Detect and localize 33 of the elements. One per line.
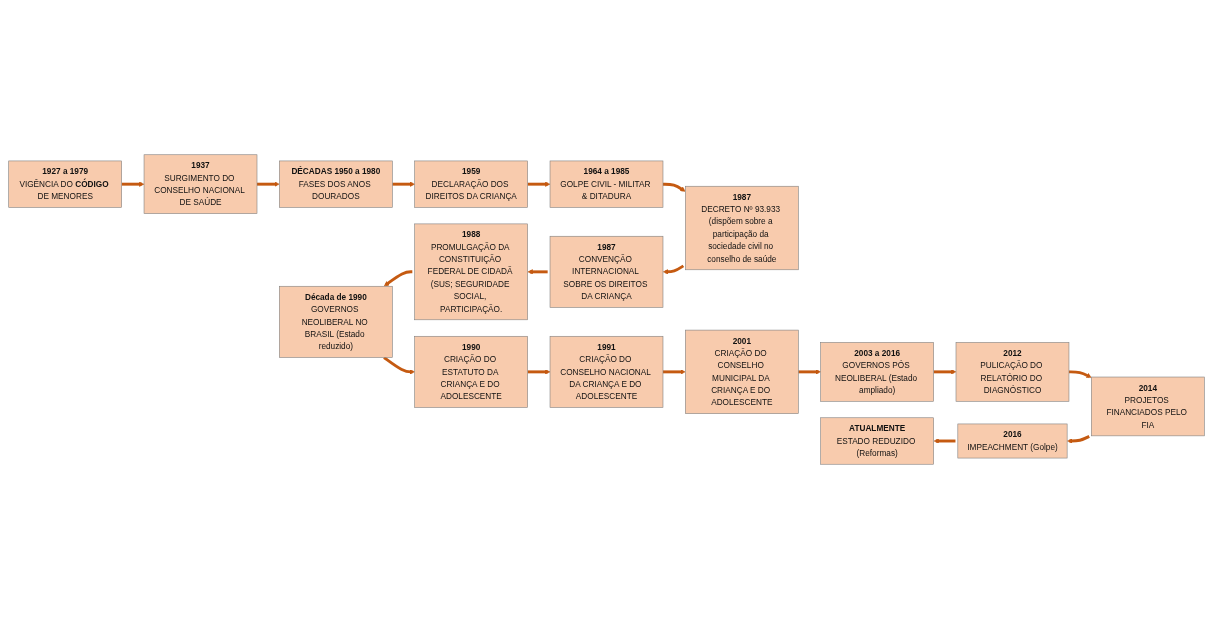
arrow (527, 369, 551, 375)
arrow (257, 181, 280, 187)
node-box: 2016 IMPEACHMENT (Golpe) (957, 423, 1068, 459)
arrow (1067, 435, 1090, 444)
node-box: 1988 PROMULGAÇÃO DA CONSTITUIÇÃO FEDERAL DE CIDADÃ (SUS; SEGURIDADE SOCIAL, PARTICIPAÇÃO. (414, 223, 528, 321)
node-box: 1959 DECLARAÇÃO DOS DIREITOS DA CRIANÇA (414, 160, 528, 208)
arrow (392, 181, 415, 187)
arrow (933, 369, 957, 375)
node-box: 2014 PROJETOS FINANCIADOS PELO FIA (1091, 376, 1205, 437)
arrow (1068, 370, 1092, 378)
arrow (527, 181, 551, 187)
arrow (663, 264, 685, 275)
node-box: 1990 CRIAÇÃO DO ESTATUTO DA CRIANÇA E DO ADOLESCENTE (414, 335, 528, 408)
node-box: ATUALMENTE ESTADO REDUZIDO (Reformas) (820, 417, 934, 465)
node-box: 2012 PULICAÇÃO DO RELATÓRIO DO DIAGNÓSTICO (955, 342, 1070, 402)
arrow (798, 369, 821, 375)
node-box: 1987 DECRETO Nº 93.933 (dispõem sobre a participação da sociedade civil no conselho de saúde (685, 185, 799, 271)
node-box: 1964 a 1985 GOLPE CIVIL - MILITAR & DITADURA (549, 160, 664, 208)
arrow (121, 181, 145, 187)
node-box: DÉCADAS 1950 a 1980 FASES DOS ANOS DOURADOS (279, 160, 393, 208)
node-box: 1987 CONVENÇÃO INTERNACIONAL SOBRE OS DIREITOS DA CRIANÇA (549, 235, 664, 308)
node-box: 2001 CRIAÇÃO DO CONSELHO MUNICIPAL DA CRIANÇA E DO ADOLESCENTE (685, 329, 799, 414)
node-box: 2003 a 2016 GOVERNOS PÓS NEOLIBERAL (Estado ampliado) (820, 342, 934, 402)
node-box: 1937 SURGIMENTO DO CONSELHO NACIONAL DE SAÚDE (143, 154, 258, 214)
node-box: 1991 CRIAÇÃO DO CONSELHO NACIONAL DA CRIANÇA E DO ADOLESCENTE (549, 335, 664, 408)
arrow (383, 270, 413, 287)
arrow (663, 182, 686, 192)
arrow (663, 369, 686, 375)
arrow (933, 438, 956, 444)
arrow (527, 269, 548, 275)
arrow (383, 356, 415, 375)
node-box: Década de 1990 GOVERNOS NEOLIBERAL NO BRASIL (Estado reduzido) (279, 285, 393, 358)
node-box: 1927 a 1979 VIGÊNCIA DO CÓDIGO DE MENORES (8, 160, 122, 208)
